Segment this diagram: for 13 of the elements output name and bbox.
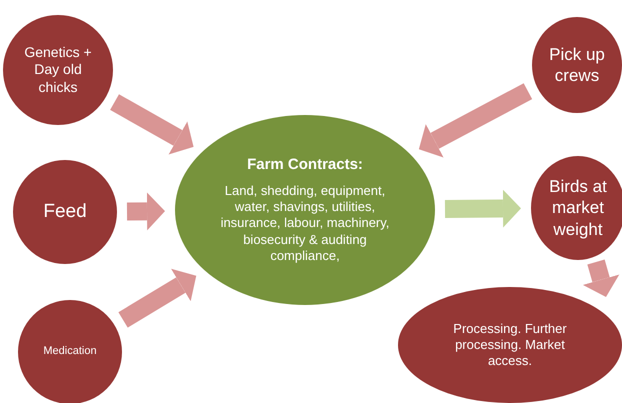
block-arrow: [126, 192, 165, 230]
block-arrow: [118, 268, 196, 328]
node-text: Genetics + Day old chicks: [23, 44, 93, 96]
node-text: Land, shedding, equipment, water, shavings, utilities, insurance, labour, machinery, biosecurity & auditing compliance,: [220, 182, 390, 264]
node-text: Processing. Further processing. Market access.: [452, 320, 568, 370]
node-text: Medication: [43, 345, 97, 359]
node-text: Birds at market weight: [548, 176, 608, 240]
node-text: Feed: [43, 200, 87, 224]
block-arrow: [110, 94, 194, 154]
node-text: Pick up crews: [548, 44, 606, 86]
node-heading: Farm Contracts:: [247, 156, 363, 175]
block-arrow: [418, 83, 532, 158]
block-arrow: [582, 260, 620, 297]
